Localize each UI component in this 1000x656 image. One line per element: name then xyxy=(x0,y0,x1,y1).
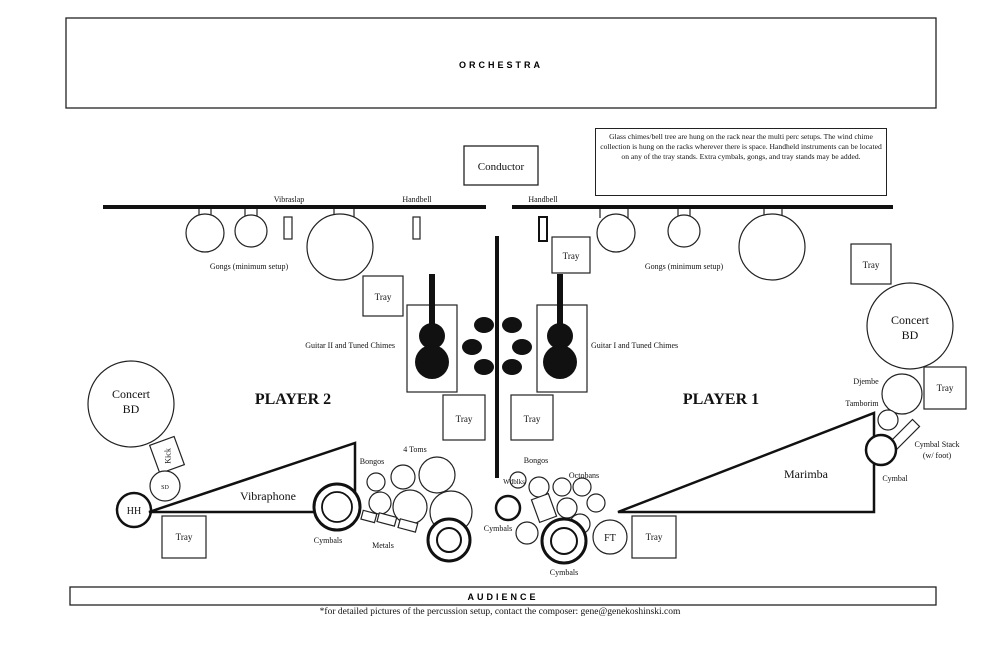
cymbals-label-p1-bottom: Cymbals xyxy=(550,568,578,577)
vibraslap-label: Vibraslap xyxy=(274,195,305,204)
cymbals-label-p2: Cymbals xyxy=(314,536,342,545)
metals-label: Metals xyxy=(372,541,394,550)
cymbal-stack-label: Cymbal Stack xyxy=(914,440,959,449)
cymbal-p1-small xyxy=(494,494,522,522)
gong-circle xyxy=(596,213,636,253)
svg-text:HH: HH xyxy=(127,506,141,517)
bongos-label-p2: Bongos xyxy=(360,457,384,466)
svg-text:Concert: Concert xyxy=(891,313,930,327)
orchestra-box xyxy=(65,17,937,109)
guitar-i-label: Guitar I and Tuned Chimes xyxy=(591,341,678,350)
cymbal-stack-sublabel: (w/ foot) xyxy=(923,451,952,460)
p1-drum xyxy=(515,521,539,545)
svg-text:FT: FT xyxy=(604,533,616,544)
floor-tom: FT xyxy=(592,519,628,555)
player-2-title: PLAYER 2 xyxy=(255,391,331,408)
octobans-label: Octobans xyxy=(569,471,599,480)
tuned-chimes xyxy=(462,317,532,375)
handbell-label-right: Handbell xyxy=(528,195,558,204)
cymbals-label-p1-left: Cymbals xyxy=(484,524,512,533)
hi-hat: HH xyxy=(115,491,153,529)
conductor-box xyxy=(463,145,539,186)
marimba: Marimba xyxy=(617,411,876,514)
tray: Tray xyxy=(551,236,591,274)
tray: Tray xyxy=(161,515,207,559)
svg-text:BD: BD xyxy=(902,328,919,342)
audience-box xyxy=(69,586,937,606)
setup-note: Glass chimes/bell tree are hung on the r… xyxy=(595,128,887,196)
cymbal-label-right: Cymbal xyxy=(882,474,908,483)
gong-circle xyxy=(667,214,701,248)
audience-label: AUDIENCE xyxy=(467,592,538,602)
orchestra-label: ORCHESTRA xyxy=(459,60,543,70)
cymbal-right xyxy=(864,433,898,467)
woodblocks-label: Wdblks xyxy=(503,478,525,486)
svg-text:BD: BD xyxy=(123,402,140,416)
guitar-ii-label: Guitar II and Tuned Chimes xyxy=(305,341,395,350)
svg-text:Tray: Tray xyxy=(456,414,473,424)
vibraphone: Vibraphone xyxy=(148,441,357,514)
tamborim xyxy=(877,409,899,431)
player-1-title: PLAYER 1 xyxy=(683,391,759,408)
conductor-label: Conductor xyxy=(478,161,525,173)
svg-text:Tray: Tray xyxy=(524,414,541,424)
tray: Tray xyxy=(850,243,892,285)
bongos-label-p1: Bongos xyxy=(524,456,548,465)
handbell-label-left: Handbell xyxy=(402,195,432,204)
concert-bd-right: Concert BD xyxy=(866,282,954,370)
guitar-ii xyxy=(406,274,458,393)
p1-drums xyxy=(509,471,606,535)
tray: Tray xyxy=(631,515,677,559)
gongs-label-left: Gongs (minimum setup) xyxy=(210,262,289,271)
floor-cymbal-p2 xyxy=(426,517,472,563)
svg-text:Kick: Kick xyxy=(163,448,172,464)
gong-circle xyxy=(306,213,374,281)
gong-circle xyxy=(738,213,806,281)
svg-text:Tray: Tray xyxy=(176,532,193,542)
handbell-shape xyxy=(538,216,548,242)
svg-text:Tray: Tray xyxy=(646,532,663,542)
svg-text:Tray: Tray xyxy=(563,251,580,261)
metals xyxy=(360,509,419,533)
djembe xyxy=(881,373,923,415)
snare-drum: SD xyxy=(149,470,181,502)
handbell-shape xyxy=(412,216,421,240)
guitar-i xyxy=(536,274,588,393)
svg-text:Vibraphone: Vibraphone xyxy=(240,489,296,503)
toms-label: 4 Toms xyxy=(403,445,427,454)
gong-circle xyxy=(234,214,268,248)
tray: Tray xyxy=(362,275,404,317)
svg-text:SD: SD xyxy=(161,485,169,491)
vibraslap-shape xyxy=(283,216,293,240)
cymbal-left xyxy=(312,482,362,532)
svg-text:Concert: Concert xyxy=(112,387,151,401)
svg-text:Tray: Tray xyxy=(863,260,880,270)
tamborim-label: Tamborim xyxy=(845,399,879,408)
tray: Tray xyxy=(510,394,554,441)
djembe-label: Djembe xyxy=(853,377,879,386)
tray: Tray xyxy=(923,366,967,410)
svg-text:Marimba: Marimba xyxy=(784,467,829,481)
svg-text:Tray: Tray xyxy=(937,383,954,393)
kick-drum: Kick xyxy=(148,435,186,475)
svg-text:Tray: Tray xyxy=(375,292,392,302)
tray: Tray xyxy=(442,394,486,441)
footer-note: *for detailed pictures of the percussion… xyxy=(319,607,681,617)
gong-circle xyxy=(185,213,225,253)
gongs-label-right: Gongs (minimum setup) xyxy=(645,262,724,271)
cymbal-p1-main xyxy=(540,517,588,565)
concert-bd-left: Concert BD xyxy=(87,360,175,448)
